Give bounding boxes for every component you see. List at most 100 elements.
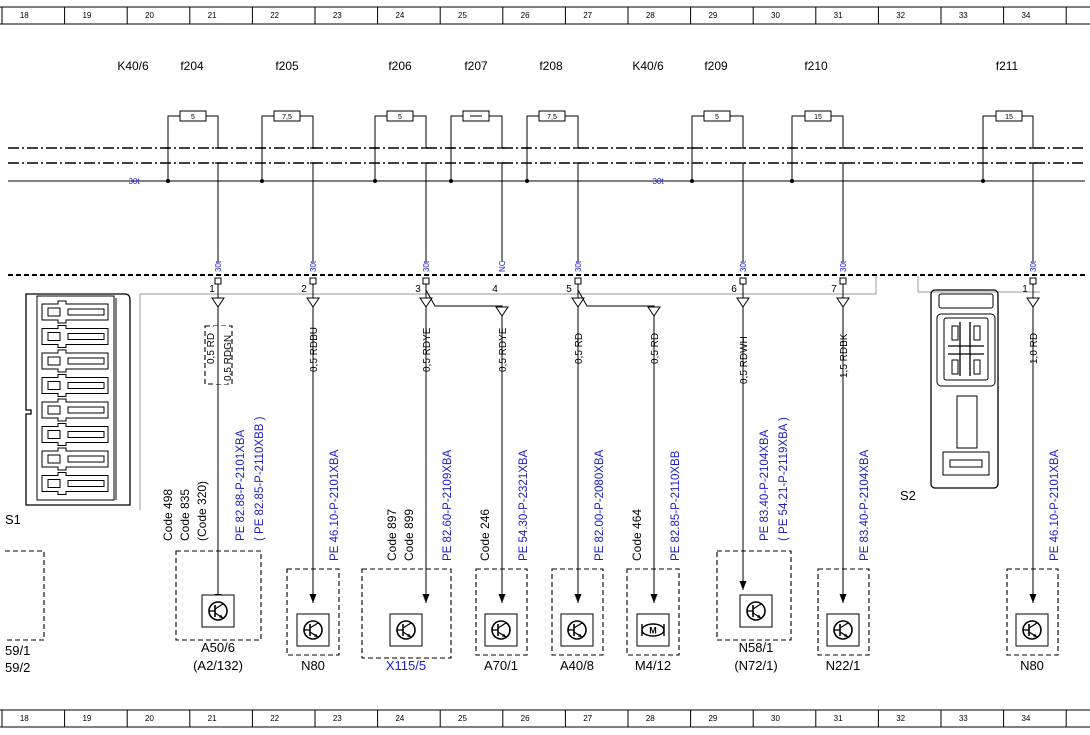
component-n80: N80 — [286, 568, 340, 673]
fuse-label-f204: f204 — [180, 59, 204, 73]
code-a70: Code 246 — [478, 509, 492, 561]
wire-label-0-5-rdbu: 0,5 RDBU — [309, 327, 320, 372]
component-name-m4-12: M4/12 — [635, 658, 671, 673]
fuse-f211: 15 — [981, 110, 1034, 262]
grid-number: 32 — [896, 714, 905, 723]
grid-number: 26 — [521, 714, 530, 723]
grid-number: 30 — [771, 11, 780, 20]
wire-label-0-5-rd-a50: 0,5 RD — [206, 333, 217, 364]
pin-1-s2: 1 — [1022, 284, 1028, 295]
code-a50-line1: Code 498 — [161, 489, 175, 541]
wire-to-n80 — [306, 284, 320, 603]
connector-s1-slot — [41, 300, 109, 324]
connector-s1-slot — [41, 398, 109, 422]
fuse-f208: 7,5 — [525, 110, 579, 262]
grid-number: 21 — [208, 11, 217, 20]
code-a50-line3: (Code 320) — [195, 481, 209, 541]
component-a50-6: A50/6 (A2/132) — [175, 550, 262, 673]
wire-label-0-5-rdye-a70: 0,5 RDYE — [498, 327, 509, 372]
fuse-f209: 5 — [690, 110, 744, 262]
connector-s2-frame — [917, 276, 1040, 293]
grid-number: 19 — [82, 714, 91, 723]
fuse-value-f209: 5 — [715, 114, 719, 121]
pin-6: 6 — [731, 284, 737, 295]
grid-number: 28 — [646, 714, 655, 723]
terminal-label-6: 30t — [739, 260, 748, 272]
connector-s1-slot — [41, 472, 109, 495]
component-name-a40-8: A40/8 — [560, 658, 594, 673]
wire-label-1-0-rd: 1,0 RD — [1029, 333, 1040, 364]
grid-number: 25 — [458, 11, 467, 20]
fuse-value-f208: 7,5 — [547, 114, 557, 121]
grid-number: 19 — [82, 11, 91, 20]
fuse-label-f209: f209 — [704, 59, 728, 73]
relay-label-k40-6-left: K40/6 — [117, 59, 149, 73]
component-x115-5: X115/5 — [361, 568, 452, 673]
component-a40-8: A40/8 — [551, 568, 604, 673]
wire-label-1-5-rdbk: 1,5 RDBK — [839, 333, 850, 378]
motor-symbol-letter: M — [649, 626, 657, 636]
component-name-n58-1: N58/1 — [739, 640, 774, 655]
grid-number: 26 — [521, 11, 530, 20]
grid-number: 20 — [145, 714, 154, 723]
component-n22-1: N22/1 — [817, 568, 870, 673]
component-m4-12: M M4/12 — [626, 568, 680, 673]
ref-m4-12: PE 82.85-P-2110XBB — [670, 450, 682, 561]
fuse-label-f208: f208 — [539, 59, 563, 73]
grid-number: 33 — [959, 11, 968, 20]
connector-s1-slot — [41, 349, 109, 373]
grid-number: 24 — [395, 11, 404, 20]
fuse-f206: 5 — [373, 110, 427, 262]
component-left-partial: 59/1 59/2 — [5, 550, 45, 675]
transistor-icon — [296, 613, 330, 647]
grid-number: 32 — [896, 11, 905, 20]
fuse-label-f211: f211 — [996, 59, 1019, 73]
grid-number: 33 — [959, 714, 968, 723]
transistor-icon — [560, 613, 594, 647]
grid-number: 24 — [395, 714, 404, 723]
pin-3: 3 — [415, 284, 421, 295]
fuse-value-f204: 5 — [191, 114, 195, 121]
transistor-icon — [826, 613, 860, 647]
terminal-label-4: NC — [498, 260, 507, 272]
wire-label-0-5-rdgn: 0,5 RDGN — [223, 335, 234, 381]
fuse-value-f210: 15 — [814, 114, 822, 121]
ref-n80-right: PE 46.10-P-2101XBA — [1049, 449, 1061, 561]
terminal-labels: 30t 30t 30t NC 30t 30t 30t 30t — [214, 260, 1038, 272]
fuse-label-f205: f205 — [275, 59, 299, 73]
grid-number: 34 — [1021, 11, 1030, 20]
grid-number: 22 — [270, 11, 279, 20]
pin-2: 2 — [301, 284, 307, 295]
grid-number: 29 — [708, 11, 717, 20]
bus-label-30t-left: 30t — [128, 177, 140, 186]
terminal-ticks — [165, 147, 1036, 164]
component-name-n22-1: N22/1 — [826, 658, 861, 673]
terminal-label-3: 30t — [422, 260, 431, 272]
grid-number: 30 — [771, 714, 780, 723]
grid-number: 22 — [270, 714, 279, 723]
connector-s1-frame — [139, 276, 877, 510]
left-label-2: 59/2 — [5, 660, 30, 675]
wire-label-0-5-rdye-x115: 0,5 RDYE — [422, 327, 433, 372]
wire-to-n80-right — [1026, 284, 1040, 603]
component-name-n80-right: N80 — [1020, 658, 1044, 673]
grid-number: 25 — [458, 714, 467, 723]
pin-7: 7 — [831, 284, 837, 295]
fuse-label-f210: f210 — [804, 59, 828, 73]
terminal-label-1: 30t — [214, 260, 223, 272]
fuse-f204: 5 — [166, 110, 219, 262]
wire-to-n22-1 — [836, 284, 850, 603]
transistor-icon — [1015, 613, 1049, 647]
wire-label-0-5-rdwh: 0,5 RDWH — [739, 336, 750, 384]
grid-number: 29 — [708, 714, 717, 723]
motor-icon: M — [636, 613, 670, 647]
terminal-label-2: 30t — [309, 260, 318, 272]
connector-s1-picture: S1 — [5, 293, 131, 527]
ref-x115-5: PE 82.60-P-2109XBA — [442, 449, 454, 561]
fuse-f210: 15 — [790, 110, 844, 262]
connector-s1-slot — [41, 374, 109, 397]
ref-a70-1: PE 54.30-P-2321XBA — [518, 449, 530, 561]
